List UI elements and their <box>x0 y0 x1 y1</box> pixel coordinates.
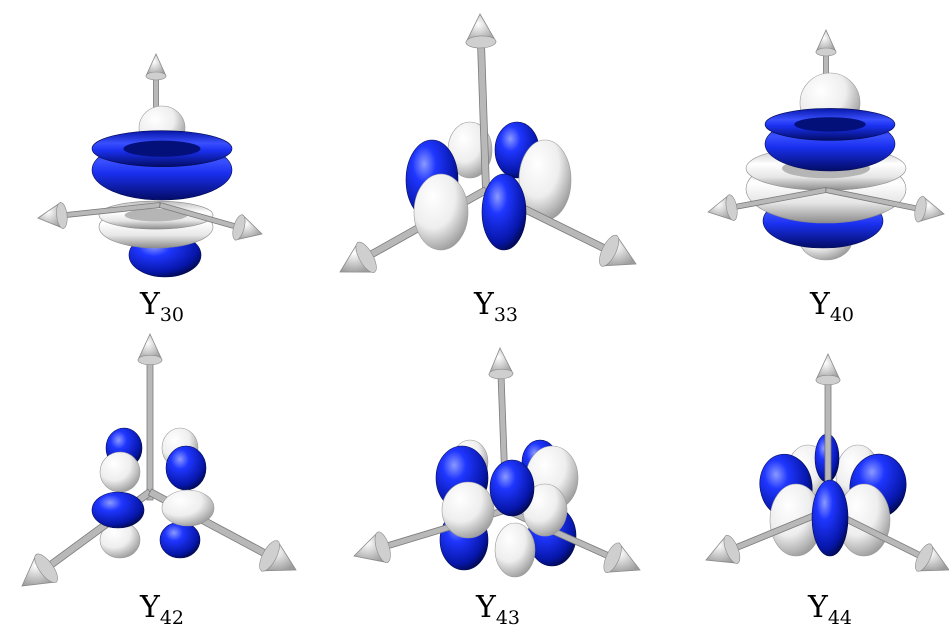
lobe <box>441 481 495 539</box>
caption-symbol: Y <box>808 590 828 625</box>
axis-arrowhead-base <box>599 234 620 267</box>
torus-blue-upper-hole <box>794 117 866 132</box>
axis-arrowhead-base <box>137 354 163 366</box>
panel-p33 <box>339 13 637 273</box>
caption-p40: Y40 <box>810 287 854 325</box>
caption-subscript: 44 <box>827 607 852 629</box>
torus-white-hole <box>124 208 188 222</box>
axis-arrowhead-base <box>723 535 741 564</box>
caption-subscript: 42 <box>159 607 184 629</box>
panel-p44 <box>705 353 949 572</box>
axis-arrowhead-base <box>232 214 246 241</box>
panel-p42 <box>21 333 297 587</box>
panel-p40 <box>707 29 945 261</box>
caption-symbol: Y <box>140 287 160 322</box>
caption-symbol: Y <box>474 287 494 322</box>
lobe-center <box>811 479 849 557</box>
axis-arrowhead-base <box>56 202 68 229</box>
axis-rod <box>146 359 154 501</box>
panel-p30 <box>37 53 263 278</box>
lobe <box>161 489 215 527</box>
caption-symbol: Y <box>810 287 830 322</box>
caption-p43: Y43 <box>476 590 520 628</box>
torus-white <box>98 200 214 249</box>
lobe-center <box>489 459 535 517</box>
lobe <box>99 451 141 493</box>
axis-arrowhead-base <box>374 531 391 564</box>
axis-arrowhead-base <box>815 47 837 57</box>
lobe <box>159 521 201 559</box>
axis-arrowhead-base <box>465 35 497 49</box>
torus-blue-upper <box>764 108 896 172</box>
caption-p42: Y42 <box>140 590 184 628</box>
axis-arrowhead-base <box>815 374 841 386</box>
lobe <box>91 491 145 529</box>
caption-subscript: 43 <box>495 607 520 629</box>
caption-symbol: Y <box>476 590 496 625</box>
axis-arrowhead-base <box>488 368 514 380</box>
axis-arrowhead-base <box>355 241 377 273</box>
axis-arrowhead-base <box>914 196 927 223</box>
lobe-blue-front <box>481 173 527 251</box>
caption-subscript: 40 <box>829 304 854 326</box>
torus-blue-hole <box>123 140 201 157</box>
caption-symbol: Y <box>140 590 160 625</box>
caption-subscript: 33 <box>493 304 518 326</box>
axis-arrowhead-base <box>145 71 167 81</box>
lobe-white-front <box>413 173 469 251</box>
caption-p44: Y44 <box>808 590 852 628</box>
axis-arrowhead-base <box>259 540 280 572</box>
panel-p43 <box>353 347 641 578</box>
axis-arrowhead-base <box>915 543 933 572</box>
caption-p33: Y33 <box>474 287 518 325</box>
torus-blue <box>91 130 233 201</box>
axis-arrowhead-base <box>725 194 738 221</box>
axis-arrowhead-base <box>603 542 622 573</box>
lobe <box>165 445 207 491</box>
caption-subscript: 30 <box>159 304 184 326</box>
axis-arrowhead-base <box>34 553 58 583</box>
lobe <box>494 522 536 578</box>
caption-p30: Y30 <box>140 287 184 325</box>
